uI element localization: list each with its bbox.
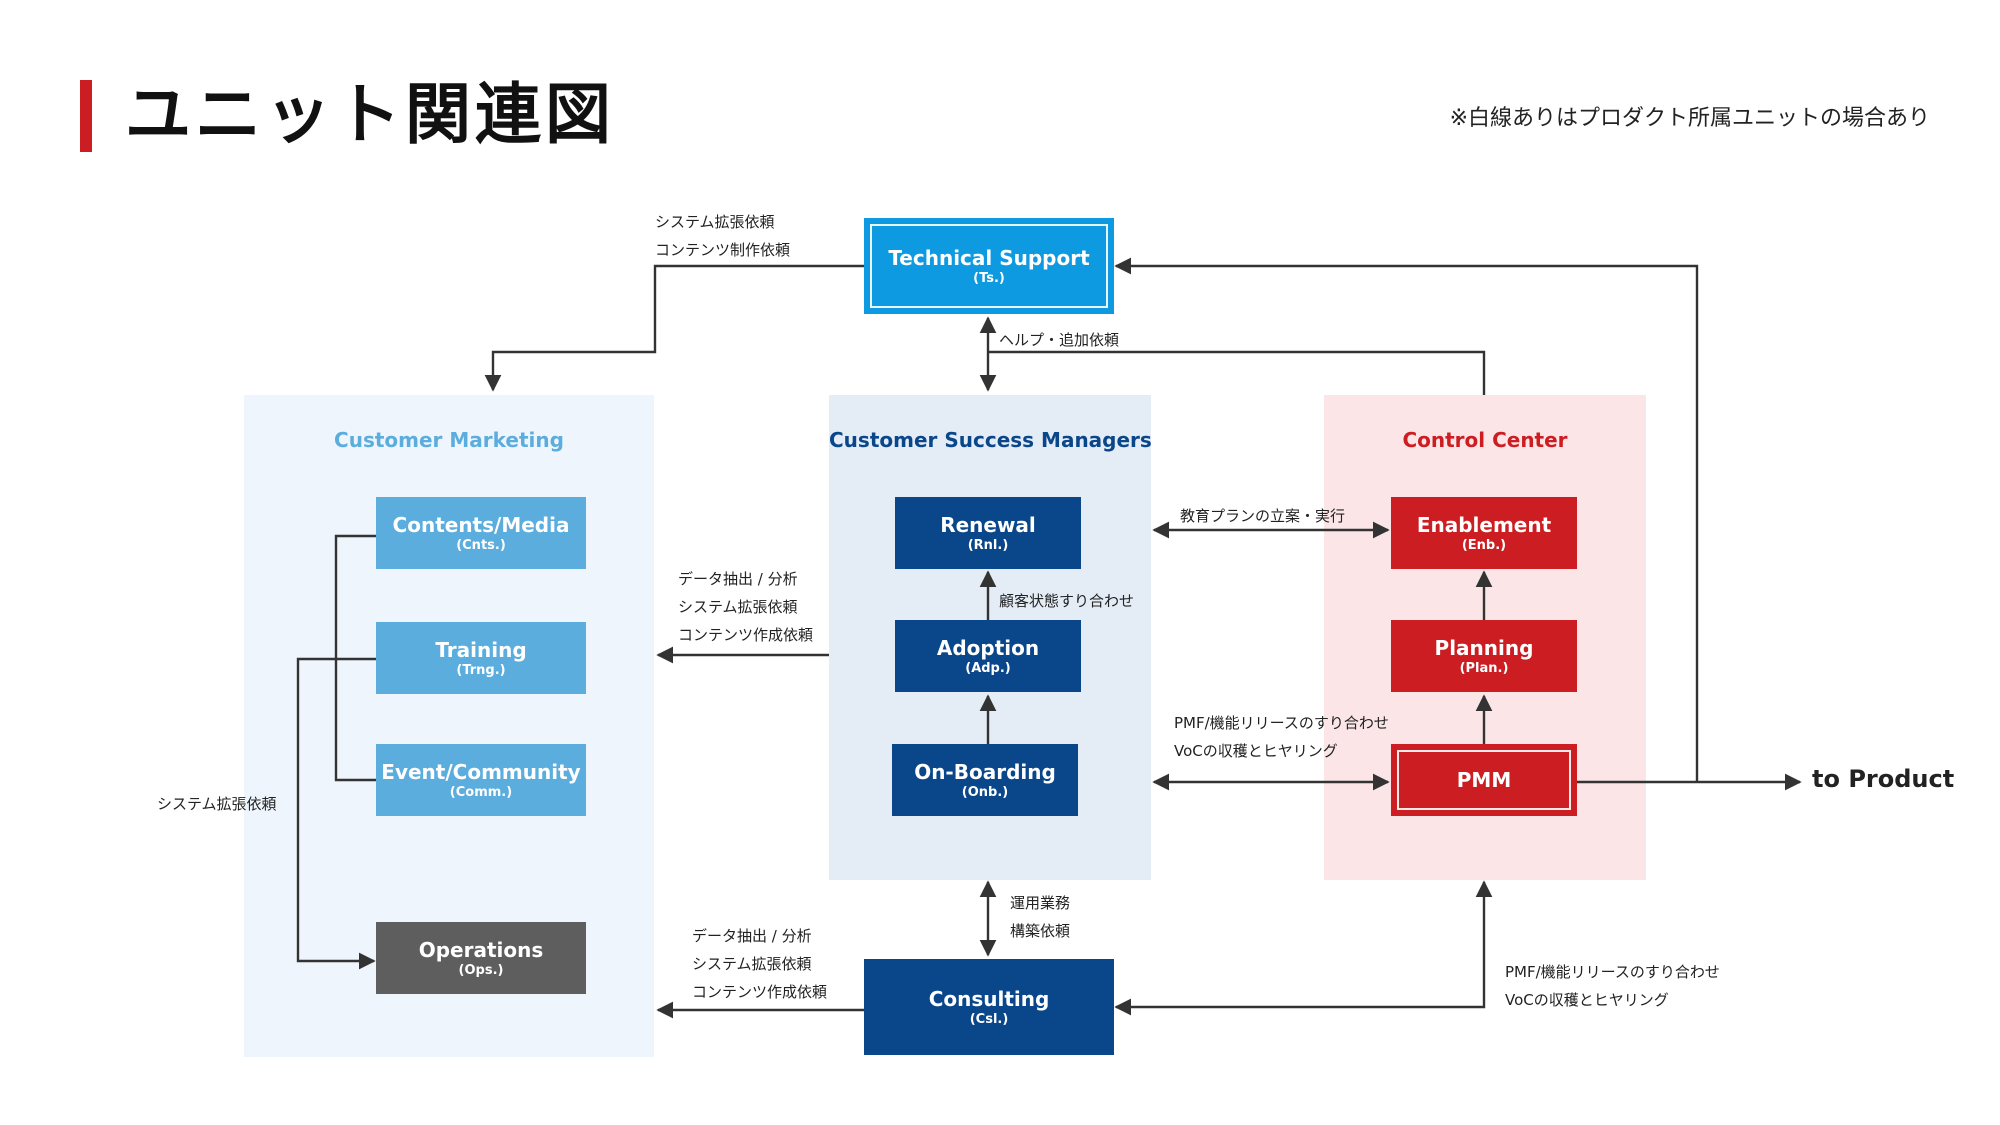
technical-support-abbr: (Ts.) [973, 270, 1005, 286]
consulting-abbr: (Csl.) [969, 1011, 1009, 1027]
label-pmf-lower-1: PMF/機能リリースのすり合わせ [1505, 963, 1720, 981]
label-consulting-marketing-3: コンテンツ作成依頼 [692, 983, 828, 1001]
label-pmf-lower-2: VoCの収穫とヒヤリング [1505, 991, 1669, 1009]
operations-box: Operations (Ops.) [376, 922, 586, 994]
training-abbr: (Trng.) [456, 662, 506, 678]
label-csm-marketing-2: システム拡張依頼 [678, 598, 798, 616]
contents-media-abbr: (Cnts.) [456, 537, 506, 553]
event-community-abbr: (Comm.) [449, 784, 513, 800]
planning-label: Planning [1434, 635, 1534, 660]
title-accent-bar [80, 80, 92, 152]
operations-label: Operations [418, 937, 544, 962]
label-consulting-marketing-2: システム拡張依頼 [692, 955, 812, 973]
contents-media-box: Contents/Media (Cnts.) [376, 497, 586, 569]
label-pmf-upper-1: PMF/機能リリースのすり合わせ [1174, 714, 1389, 732]
label-csm-marketing-3: コンテンツ作成依頼 [678, 626, 814, 644]
adoption-box: Adoption (Adp.) [895, 620, 1081, 692]
onboarding-abbr: (Onb.) [961, 784, 1009, 800]
label-education-plan: 教育プランの立案・実行 [1180, 507, 1346, 525]
pmm-label: PMM [1456, 768, 1512, 792]
onboarding-label: On-Boarding [914, 759, 1056, 784]
panel-title-control-center: Control Center [1402, 428, 1568, 452]
operations-abbr: (Ops.) [458, 962, 504, 978]
enablement-label: Enablement [1416, 512, 1552, 537]
header-note: ※白線ありはプロダクト所属ユニットの場合あり [1449, 106, 1930, 131]
event-community-box: Event/Community (Comm.) [376, 744, 586, 816]
planning-box: Planning (Plan.) [1391, 620, 1577, 692]
label-consulting-marketing-1: データ抽出 / 分析 [692, 927, 812, 945]
edge-pmm-to-ts [1114, 257, 1699, 782]
renewal-label: Renewal [940, 512, 1036, 537]
edge-consulting-to-pmm [1114, 880, 1493, 1016]
edge-ts-to-marketing [484, 264, 864, 392]
consulting-label: Consulting [928, 986, 1050, 1011]
enablement-box: Enablement (Enb.) [1391, 497, 1577, 569]
label-help-request: ヘルプ・追加依頼 [999, 331, 1120, 349]
event-community-label: Event/Community [381, 759, 581, 784]
training-label: Training [435, 637, 527, 662]
training-box: Training (Trng.) [376, 622, 586, 694]
technical-support-box: Technical Support (Ts.) [864, 218, 1114, 314]
page-title: ユニット関連図 [125, 76, 615, 153]
label-operations-request-1: 運用業務 [1010, 894, 1071, 912]
planning-abbr: (Plan.) [1459, 660, 1509, 676]
label-csm-marketing-1: データ抽出 / 分析 [678, 570, 798, 588]
label-operations-request-2: 構築依頼 [1010, 922, 1071, 940]
panel-title-customer-success-managers: Customer Success Managers [829, 428, 1152, 452]
adoption-label: Adoption [936, 635, 1040, 660]
panel-title-customer-marketing: Customer Marketing [334, 428, 564, 452]
edge-control-to-help-line [988, 350, 1486, 395]
to-product-label: to Product [1812, 765, 1955, 793]
label-ts-request-2: コンテンツ制作依頼 [655, 241, 791, 259]
label-customer-state: 顧客状態すり合わせ [999, 592, 1135, 610]
technical-support-label: Technical Support [888, 245, 1090, 270]
enablement-abbr: (Enb.) [1461, 537, 1507, 553]
onboarding-box: On-Boarding (Onb.) [892, 744, 1078, 816]
label-pmf-upper-2: VoCの収穫とヒヤリング [1174, 742, 1338, 760]
adoption-abbr: (Adp.) [965, 660, 1011, 676]
label-ts-request-1: システム拡張依頼 [655, 213, 775, 231]
contents-media-label: Contents/Media [392, 512, 570, 537]
edge-training-operations [296, 657, 376, 970]
renewal-box: Renewal (Rnl.) [895, 497, 1081, 569]
renewal-abbr: (Rnl.) [967, 537, 1009, 553]
consulting-box: Consulting (Csl.) [864, 959, 1114, 1055]
label-system-request: システム拡張依頼 [157, 795, 277, 813]
pmm-box: PMM [1391, 744, 1577, 816]
